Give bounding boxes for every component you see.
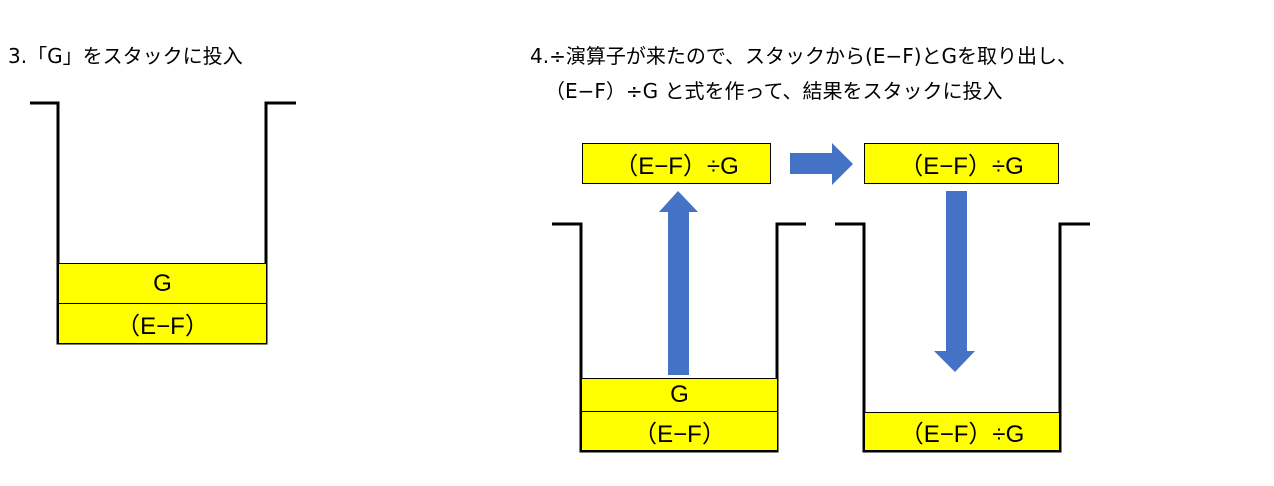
stack-cell-g: G — [58, 263, 267, 304]
arrow-right-icon — [790, 143, 853, 185]
expression-box-left: （E−F）÷G — [582, 143, 771, 184]
step4-caption-line2: （E−F）÷G と式を作って、結果をスタックに投入 — [545, 79, 1003, 103]
stack-outline-step4-after — [835, 222, 1090, 453]
step4-caption-line1: 4.÷演算子が来たので、スタックから(E−F)とGを取り出し、 — [530, 44, 1078, 68]
stack-cell-e-minus-f: （E−F） — [581, 411, 778, 451]
expression-box-right: （E−F）÷G — [864, 143, 1059, 184]
stack-cell-g: G — [581, 378, 778, 412]
step3-caption: 3.「G」をスタックに投入 — [8, 44, 243, 68]
stack-outline-step4-before — [552, 222, 806, 453]
stack-cell-result: （E−F）÷G — [864, 412, 1060, 451]
arrow-up-icon — [659, 191, 698, 375]
stack-cell-e-minus-f: （E−F） — [58, 303, 267, 344]
arrow-down-icon — [934, 191, 975, 372]
